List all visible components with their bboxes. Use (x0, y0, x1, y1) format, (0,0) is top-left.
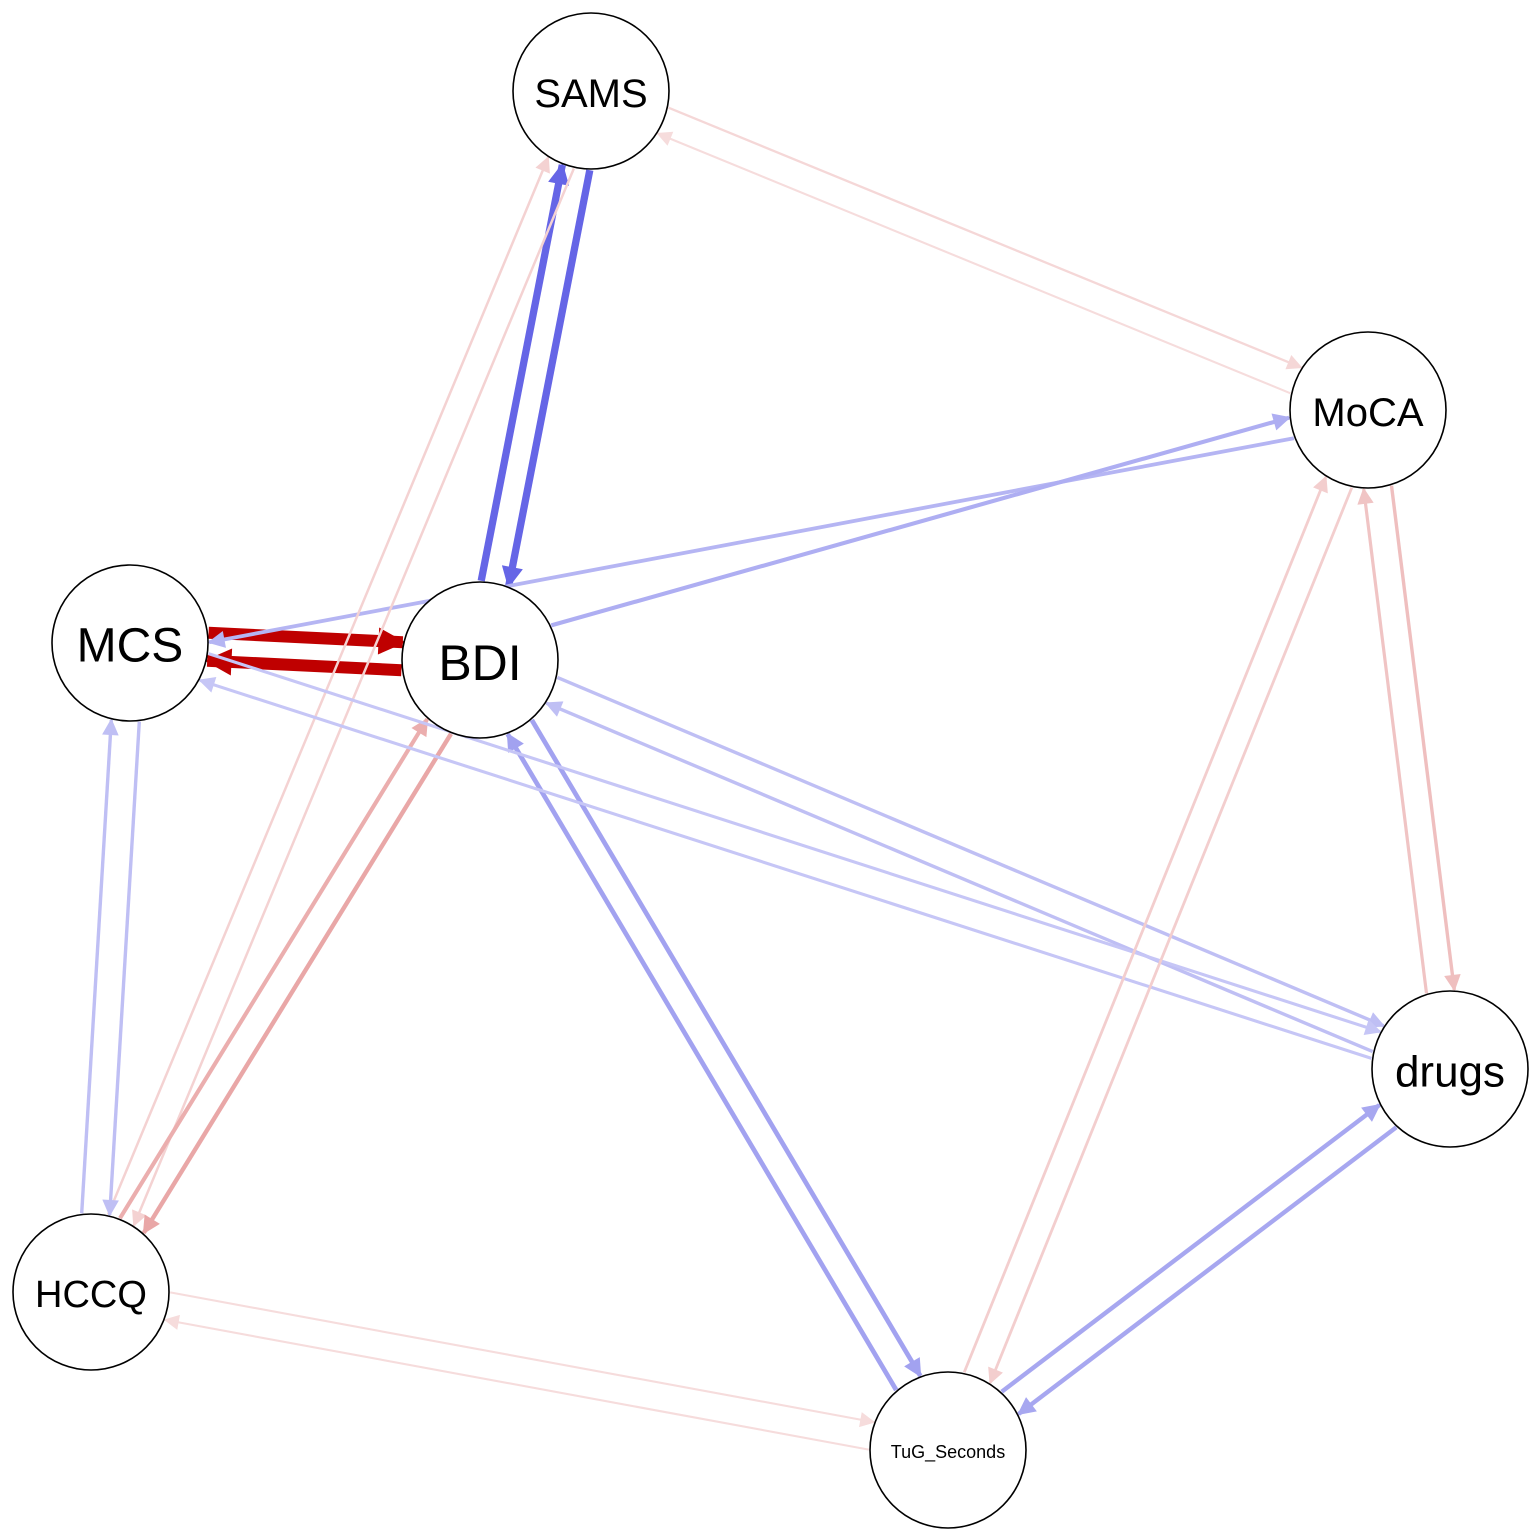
node-MCS-label: MCS (77, 620, 184, 673)
edge-drugs-to-MoCA (1357, 487, 1429, 994)
edge-MCS-to-HCCQ (102, 721, 141, 1217)
edge-MCS-to-BDI (208, 626, 406, 655)
edge-MoCA-to-MCS (207, 436, 1295, 648)
node-drugs-circle (1371, 990, 1529, 1148)
node-BDI-circle (401, 581, 559, 739)
node-SAMS-circle (512, 12, 670, 170)
edge-HCCQ-to-MCS (80, 718, 119, 1214)
edge-SAMS-to-HCCQ (132, 167, 576, 1227)
node-MCS-circle (51, 564, 209, 722)
node-layer: SAMS MoCA MCS BDI drugs HCCQ TuG_Seconds (12, 12, 1529, 1529)
edge-drugs-to-MCS (198, 677, 1372, 1060)
node-drugs[interactable]: drugs (1371, 990, 1529, 1148)
edge-MoCA-to-SAMS (656, 131, 1291, 395)
edge-BDI-to-SAMS (477, 162, 570, 582)
node-SAMS[interactable]: SAMS (512, 12, 670, 170)
edge-drugs-to-TuG_Seconds (1017, 1125, 1398, 1416)
node-HCCQ-circle (12, 1213, 170, 1371)
node-BDI-label: BDI (438, 635, 521, 691)
node-HCCQ-label: HCCQ (35, 1274, 147, 1316)
edge-TuG_Seconds-to-drugs (1000, 1103, 1381, 1394)
edge-BDI-to-HCCQ (141, 732, 453, 1235)
node-MoCA-circle (1289, 331, 1447, 489)
node-TuG_Seconds[interactable]: TuG_Seconds (869, 1371, 1027, 1529)
node-MoCA[interactable]: MoCA (1289, 331, 1447, 489)
edge-HCCQ-to-TuG_Seconds (170, 1291, 876, 1428)
node-TuG_Seconds-label: TuG_Seconds (891, 1442, 1005, 1463)
node-BDI[interactable]: BDI (401, 581, 559, 739)
edge-SAMS-to-MoCA (668, 106, 1303, 370)
node-drugs-label: drugs (1395, 1048, 1505, 1097)
node-HCCQ[interactable]: HCCQ (12, 1213, 170, 1371)
edge-layer (80, 106, 1461, 1451)
edge-MCS-to-drugs (208, 652, 1382, 1035)
edge-BDI-to-TuG_Seconds (529, 718, 923, 1378)
edge-HCCQ-to-SAMS (106, 156, 550, 1216)
edge-drugs-to-BDI (544, 701, 1374, 1054)
edge-TuG_Seconds-to-MoCA (962, 475, 1328, 1373)
edge-HCCQ-to-BDI (118, 717, 429, 1220)
edge-BDI-to-MoCA (550, 413, 1291, 628)
edge-BDI-to-drugs (556, 675, 1386, 1028)
node-TuG_Seconds-circle (869, 1371, 1027, 1529)
edge-MoCA-to-TuG_Seconds (988, 487, 1354, 1385)
edge-TuG_Seconds-to-BDI (505, 732, 899, 1392)
edge-SAMS-to-BDI (501, 169, 594, 589)
edge-TuG_Seconds-to-HCCQ (163, 1314, 869, 1451)
edge-MoCA-to-drugs (1389, 485, 1461, 992)
node-MoCA-label: MoCA (1312, 391, 1423, 435)
node-SAMS-label: SAMS (534, 72, 647, 116)
node-MCS[interactable]: MCS (51, 564, 209, 722)
